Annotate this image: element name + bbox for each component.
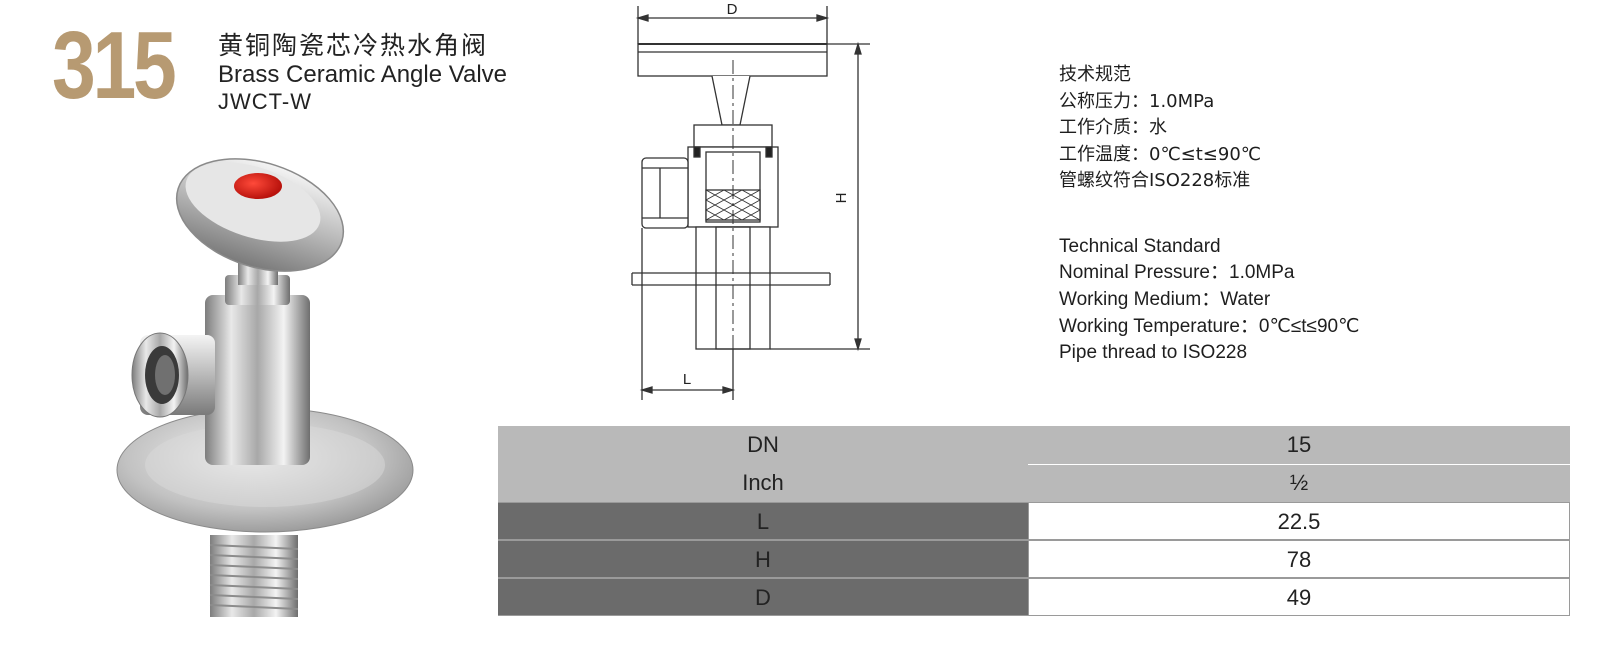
table-cell-value: ½ xyxy=(1289,470,1309,495)
spec-cn-heading: 技术规范 xyxy=(1059,64,1131,85)
table-row: L 22.5 xyxy=(498,502,1570,540)
spec-cn-line: 管螺纹符合ISO228标准 xyxy=(1059,170,1251,191)
angle-valve-illustration xyxy=(116,158,414,617)
spec-en-line: Nominal Pressure：1.0MPa xyxy=(1059,262,1295,283)
dimension-l-label: L xyxy=(683,371,691,388)
table-divider xyxy=(1028,464,1570,465)
table-cell-value: 49 xyxy=(1028,578,1570,616)
table-cell-value: 15 xyxy=(1286,432,1312,457)
spec-en-line: Working Medium：Water xyxy=(1059,289,1271,310)
spec-cn-line: 工作温度：0℃≤t≤90℃ xyxy=(1059,144,1262,165)
table-cell-label: DN xyxy=(747,432,779,457)
spec-cn-line: 公称压力：1.0MPa xyxy=(1059,91,1215,112)
table-cell-label: H xyxy=(498,540,1028,578)
title-english: Brass Ceramic Angle Valve xyxy=(218,61,508,88)
table-row: D 49 xyxy=(498,578,1570,616)
spec-en-heading: Technical Standard xyxy=(1059,236,1221,257)
dimension-table: DN 15 Inch ½ L 22.5 H 78 D 49 xyxy=(498,426,1570,616)
title-chinese: 黄铜陶瓷芯冷热水角阀 xyxy=(218,31,489,60)
spec-en-line: Pipe thread to ISO228 xyxy=(1059,342,1248,363)
spec-cn-line: 工作介质：水 xyxy=(1059,117,1167,138)
dimension-h-label: H xyxy=(833,193,850,204)
model-number: 315 xyxy=(52,12,177,119)
dimension-d-label: D xyxy=(727,1,738,18)
table-row: Inch ½ xyxy=(498,464,1570,502)
table-row: DN 15 xyxy=(498,426,1570,464)
table-cell-value: 22.5 xyxy=(1028,502,1570,540)
table-cell-label: D xyxy=(498,578,1028,616)
table-cell-value: 78 xyxy=(1028,540,1570,578)
spec-en-line: Working Temperature：0℃≤t≤90℃ xyxy=(1059,316,1360,337)
table-cell-label: L xyxy=(498,502,1028,540)
table-row: H 78 xyxy=(498,540,1570,578)
valve-section-drawing: D H L xyxy=(631,1,870,400)
table-cell-label: Inch xyxy=(742,470,784,495)
model-code: JWCT-W xyxy=(218,89,312,114)
